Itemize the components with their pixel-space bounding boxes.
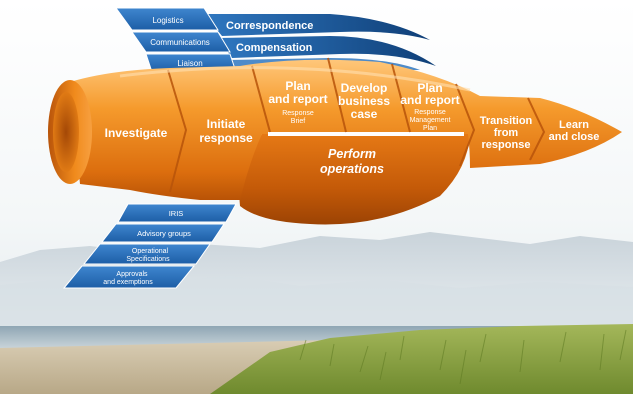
plan-report-1-label-1: Plan [285,79,310,93]
response-brief-label-1: Response [282,110,314,117]
perform-label-2: operations [320,162,384,176]
plan-report-2-label-1: Plan [417,81,442,95]
develop-label-2: business [338,94,390,108]
grass-blades [299,329,627,385]
develop-label-1: Develop [341,81,388,95]
approvals-box [62,265,196,289]
mountain-foreground [0,276,633,330]
operational-specifications-box [82,243,211,265]
stage-labels: Investigate Initiate response Plan and r… [105,79,600,176]
learn-label-2: and close [549,131,600,143]
response-mgmt-label-2: Management [410,117,451,124]
communications-label: Communications [150,38,210,47]
bottom-blue-boxes: IRIS Advisory groups Operational Specifi… [62,203,237,289]
dune-grass [210,324,633,394]
advisory-groups-label: Advisory groups [137,229,191,238]
correspondence-label: Correspondence [226,20,313,32]
rocket [48,57,622,225]
develop-label-3: case [351,107,378,121]
advisory-groups-box [100,223,225,243]
initiate-label-1: Initiate [207,117,246,131]
compensation-label: Compensation [236,42,313,54]
plan-report-1-label-2: and report [268,92,327,106]
learn-label-1: Learn [559,119,589,131]
communications-box [131,31,231,53]
perform-operations-segment [239,134,470,225]
logistics-box [115,7,219,31]
transition-label-2: from [494,127,519,139]
initiate-label-2: response [199,131,253,145]
response-mgmt-label-1: Response [414,109,446,116]
iris-label: IRIS [169,209,184,218]
nozzle-inner [53,92,79,172]
plan-report-2-label-2: and report [400,93,459,107]
correspondence-ribbon [204,14,430,40]
transition-label-3: response [482,139,531,151]
specifications-label: Specifications [126,256,170,263]
operational-label: Operational [132,248,169,255]
perform-label-1: Perform [328,147,376,161]
response-brief-label-2: Brief [291,118,305,125]
logistics-label: Logistics [152,16,183,25]
iris-box [117,203,237,223]
approvals-label: Approvals [116,271,148,278]
liaison-label: Liaison [177,59,202,68]
body-highlight [119,66,471,92]
exemptions-label: and exemptions [103,279,153,286]
response-mgmt-label-3: Plan [423,125,437,132]
compensation-ribbon [218,36,436,66]
investigate-label: Investigate [105,126,168,140]
transition-label-1: Transition [480,115,533,127]
top-ribbons: Correspondence Compensation [204,14,436,70]
